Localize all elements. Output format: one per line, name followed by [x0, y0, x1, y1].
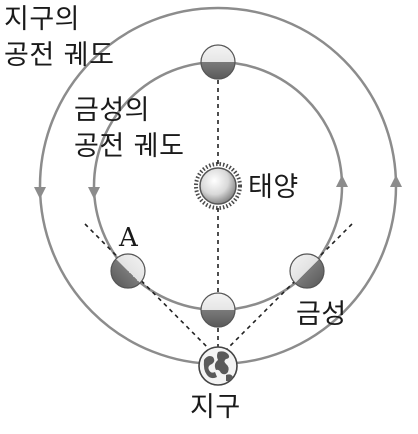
earth-label: 지구: [190, 392, 241, 423]
sun-icon: [194, 162, 242, 210]
venus-orbit-label-line2: 공전 궤도: [74, 131, 185, 162]
venus-right-icon: [289, 253, 325, 289]
sightline-right: [220, 223, 353, 356]
earth-orbit-label-line1: 지구의: [4, 4, 81, 35]
venus-orbit-arrow-right: [336, 175, 348, 187]
earth-icon: [198, 346, 238, 386]
sightline-left: [84, 223, 216, 356]
venus-orbit-label-line1: 금성의: [74, 95, 151, 126]
venus-label: 금성: [296, 299, 347, 330]
venus-top-icon: [200, 44, 236, 80]
earth-orbit-label-line2: 공전 궤도: [4, 40, 115, 71]
venus-a-icon: [110, 253, 146, 289]
sun-label: 태양: [248, 172, 299, 203]
earth-orbit-arrow-right: [390, 175, 402, 187]
earth-orbit-arrow-left: [34, 187, 46, 199]
venus-bottom-icon: [200, 292, 236, 328]
venus-orbit-arrow-left: [88, 187, 100, 199]
point-a-label: A: [119, 223, 138, 253]
